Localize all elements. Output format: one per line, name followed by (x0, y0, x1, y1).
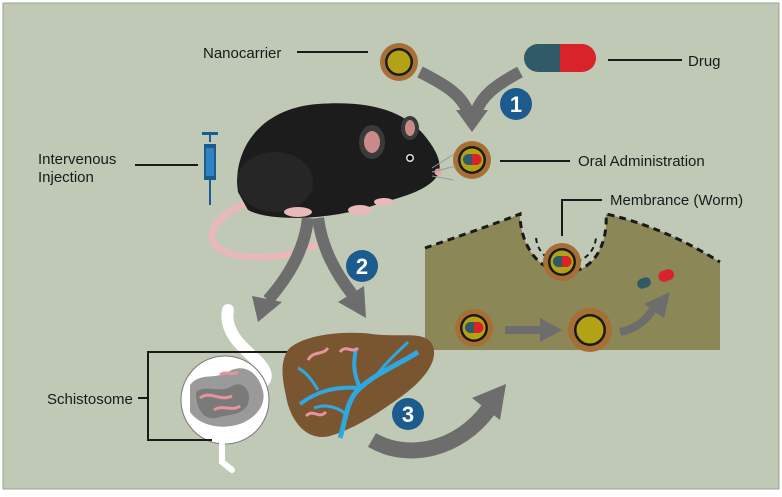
arrow-nanocarrier-to-loaded (417, 66, 474, 115)
loaded-nanocarrier-icon (453, 141, 491, 179)
step-2-badge: 2 (346, 250, 378, 282)
liver-icon (282, 332, 435, 439)
arrow-to-liver (312, 217, 357, 298)
internal-loaded-carrier-icon (455, 309, 493, 347)
nanocarrier-label: Nanocarrier (203, 45, 281, 62)
schistosome-bracket (147, 351, 300, 441)
intestine-icon (180, 304, 272, 473)
arrow-to-intestine (263, 217, 314, 304)
nanocarrier-icon (380, 43, 418, 81)
svg-text:1: 1 (510, 92, 522, 117)
mouse-icon (208, 103, 457, 261)
drug-label: Drug (688, 53, 721, 70)
empty-carrier-icon (568, 308, 612, 352)
syringe-icon (202, 132, 218, 205)
arrow-head-step3 (472, 384, 506, 420)
intervenous-label-line2: Injection (38, 169, 94, 186)
membrane-leader (561, 199, 602, 236)
arrow-head-step1 (456, 110, 488, 132)
arrow-head-drug-release (644, 292, 670, 318)
svg-text:2: 2 (356, 254, 368, 279)
oral-administration-label: Oral Administration (578, 153, 705, 170)
membrane-label: Membrance (Worm) (610, 192, 743, 209)
drug-capsule-icon (524, 44, 596, 72)
worm-membrane-inner (535, 237, 597, 265)
step-3-badge: 3 (392, 398, 424, 430)
arrow-head-intestine (252, 296, 282, 322)
released-drug-icon (637, 269, 675, 289)
arrow-head-liver (338, 286, 366, 318)
arrow-to-worm (367, 405, 495, 459)
svg-text:3: 3 (402, 402, 414, 427)
arrow-head-release (540, 318, 562, 342)
schistosome-label: Schistosome (47, 391, 133, 408)
arrow-drug-to-loaded (470, 66, 523, 115)
membrane-carrier-icon (543, 243, 581, 281)
intervenous-label-line1: Intervenous (38, 151, 116, 168)
step-1-badge: 1 (500, 88, 532, 120)
